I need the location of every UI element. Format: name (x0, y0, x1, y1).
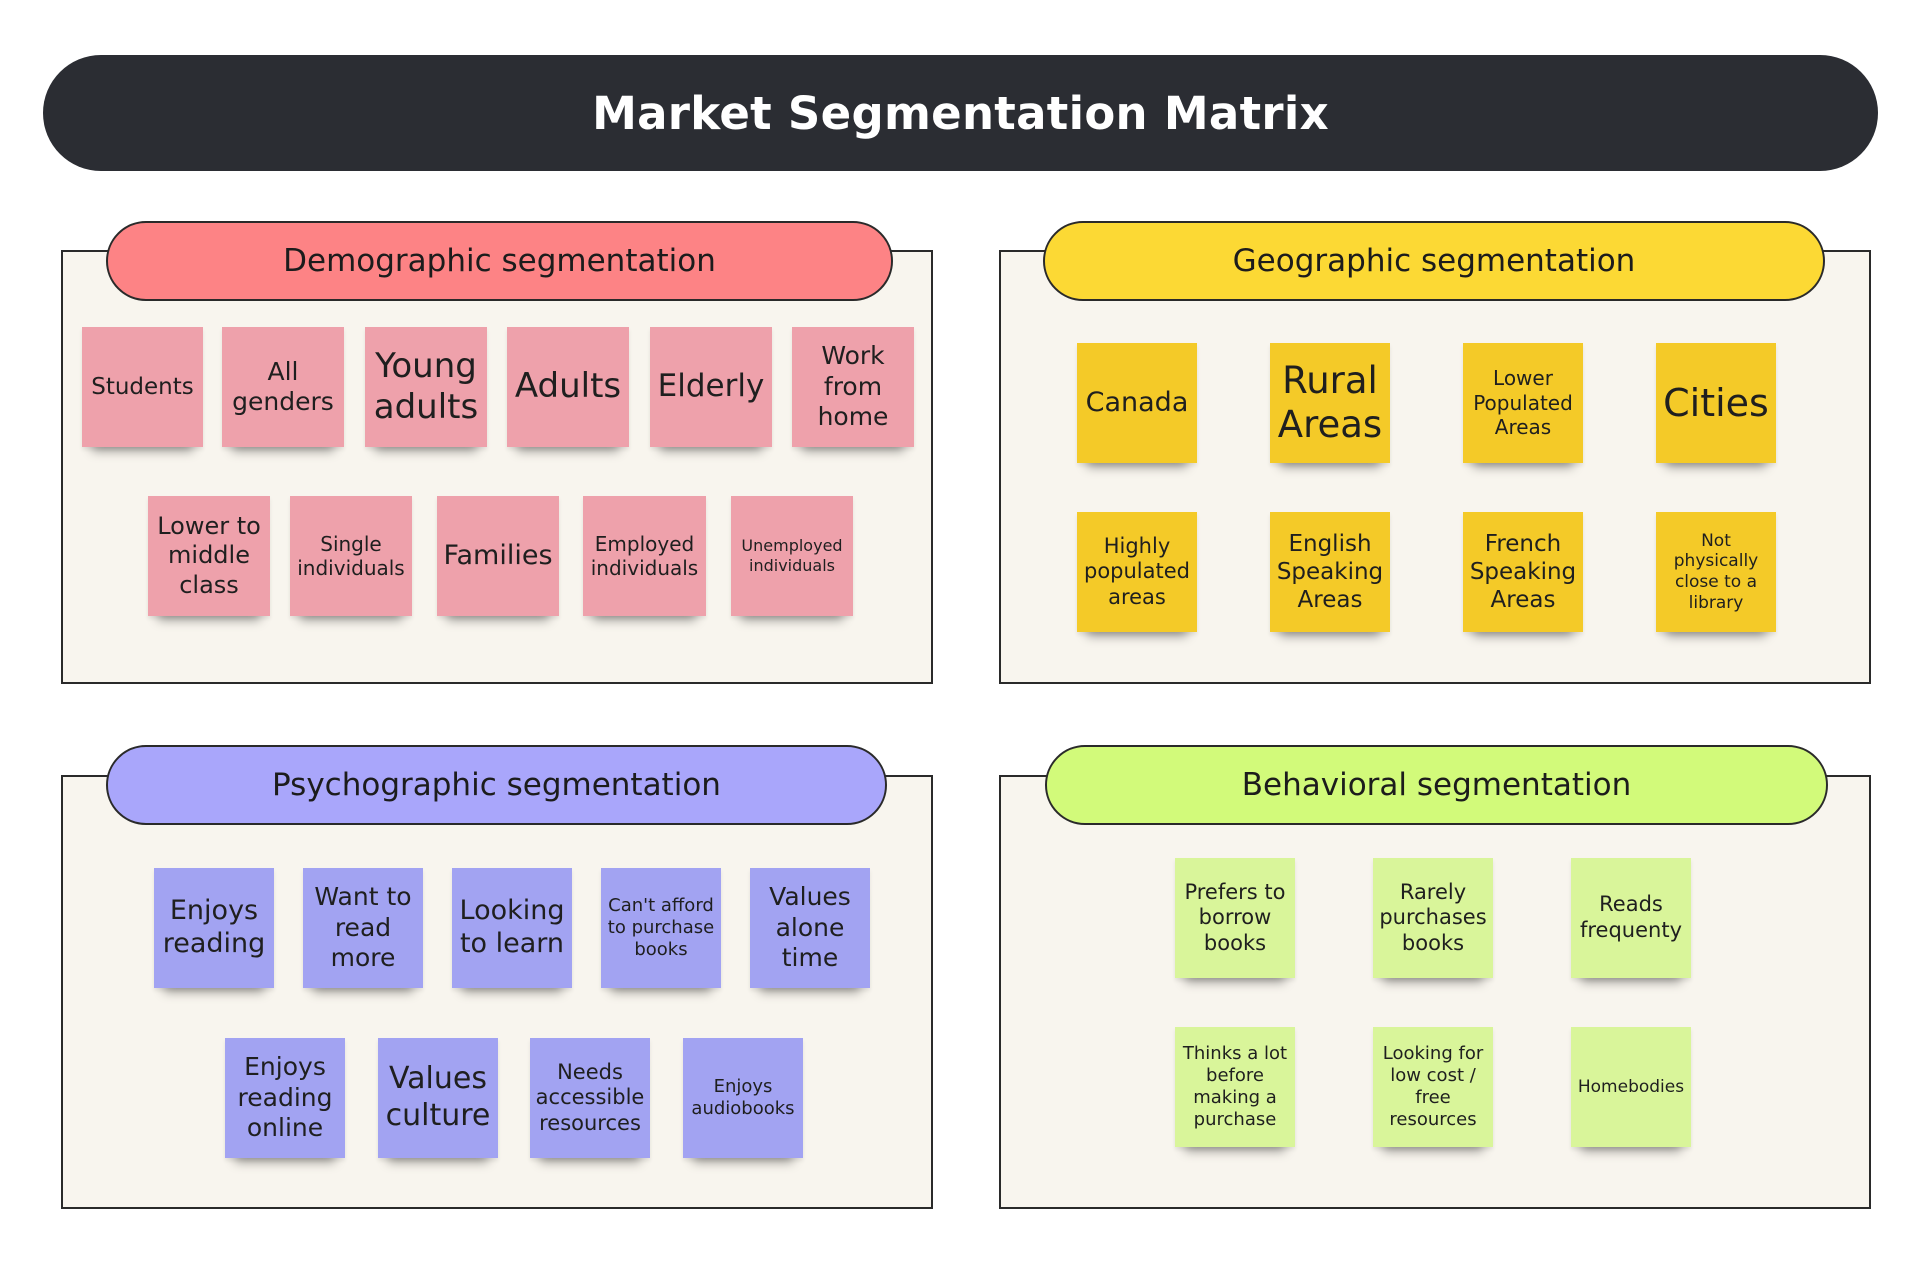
sticky-note-canada: Canada (1077, 343, 1197, 463)
sticky-note-enjoys-audiobooks: Enjoys audiobooks (683, 1038, 803, 1158)
sticky-note-not-physically-close-to-a-library: Not physically close to a library (1656, 512, 1776, 632)
sticky-note-all-genders: All genders (222, 327, 344, 447)
page-title: Market Segmentation Matrix (592, 86, 1329, 140)
geographic-label: Geographic segmentation (1232, 243, 1636, 279)
psychographic-label: Psychographic segmentation (272, 767, 721, 803)
sticky-note-homebodies: Homebodies (1571, 1027, 1691, 1147)
sticky-note-values-alone-time: Values alone time (750, 868, 870, 988)
sticky-note-enjoys-reading-online: Enjoys reading online (225, 1038, 345, 1158)
behavioral-header: Behavioral segmentation (1045, 745, 1828, 825)
title-bar: Market Segmentation Matrix (43, 55, 1878, 171)
sticky-note-prefers-to-borrow-books: Prefers to borrow books (1175, 858, 1295, 978)
sticky-note-unemployed-individuals: Unemployed individuals (731, 496, 853, 616)
demographic-panel (61, 250, 933, 684)
sticky-note-english-speaking-areas: English Speaking Areas (1270, 512, 1390, 632)
behavioral-panel (999, 775, 1871, 1209)
sticky-note-want-to-read-more: Want to read more (303, 868, 423, 988)
sticky-note-lower-populated-areas: Lower Populated Areas (1463, 343, 1583, 463)
sticky-note-highly-populated-areas: Highly populated areas (1077, 512, 1197, 632)
sticky-note-thinks-a-lot-before-making-a-purchase: Thinks a lot before making a purchase (1175, 1027, 1295, 1147)
sticky-note-employed-individuals: Employed individuals (583, 496, 706, 616)
sticky-note-needs-accessible-resources: Needs accessible resources (530, 1038, 650, 1158)
sticky-note-work-from-home: Work from home (792, 327, 914, 447)
sticky-note-elderly: Elderly (650, 327, 772, 447)
sticky-note-young-adults: Young adults (365, 327, 487, 447)
geographic-header: Geographic segmentation (1043, 221, 1825, 301)
sticky-note-rarely-purchases-books: Rarely purchases books (1373, 858, 1493, 978)
sticky-note-enjoys-reading: Enjoys reading (154, 868, 274, 988)
sticky-note-values-culture: Values culture (378, 1038, 498, 1158)
sticky-note-reads-frequenty: Reads frequenty (1571, 858, 1691, 978)
sticky-note-families: Families (437, 496, 559, 616)
sticky-note-cities: Cities (1656, 343, 1776, 463)
sticky-note-adults: Adults (507, 327, 629, 447)
sticky-note-students: Students (82, 327, 203, 447)
psychographic-header: Psychographic segmentation (106, 745, 887, 825)
sticky-note-french-speaking-areas: French Speaking Areas (1463, 512, 1583, 632)
sticky-note-looking-for-low-cost-free-resources: Looking for low cost / free resources (1373, 1027, 1493, 1147)
sticky-note-lower-to-middle-class: Lower to middle class (148, 496, 270, 616)
sticky-note-cant-afford-to-purchase-books: Can't afford to purchase books (601, 868, 721, 988)
demographic-header: Demographic segmentation (106, 221, 893, 301)
behavioral-label: Behavioral segmentation (1241, 767, 1632, 803)
sticky-note-single-individuals: Single individuals (290, 496, 412, 616)
sticky-note-rural-areas: Rural Areas (1270, 343, 1390, 463)
sticky-note-looking-to-learn: Looking to learn (452, 868, 572, 988)
demographic-label: Demographic segmentation (283, 243, 716, 279)
